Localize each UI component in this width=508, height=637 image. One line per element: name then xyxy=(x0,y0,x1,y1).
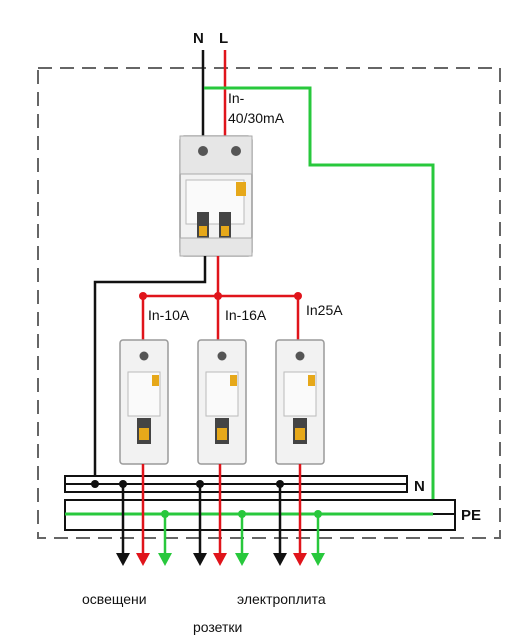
out2-earth-arrow xyxy=(235,553,249,566)
breaker-1 xyxy=(119,339,169,465)
out3-neutral-arrow xyxy=(273,553,287,566)
breaker-1-rating-label: In-10A xyxy=(148,307,190,323)
neutral-label: N xyxy=(193,30,204,47)
breaker-2 xyxy=(197,339,247,465)
output-sockets-label: розетки xyxy=(193,619,243,635)
output-stove-label: электроплита xyxy=(237,591,326,607)
pe-bar-label: PE xyxy=(461,507,482,524)
line-label: L xyxy=(219,30,229,47)
neutral-bar-label: N xyxy=(414,478,425,495)
out3-earth-arrow xyxy=(311,553,325,566)
output-lighting-label: освещени xyxy=(82,591,147,607)
enclosure-outline xyxy=(37,67,501,539)
out1-neutral-arrow xyxy=(116,553,130,566)
neutral-wire-down xyxy=(93,256,207,484)
out2-neutral-arrow xyxy=(193,553,207,566)
out2-line-arrow xyxy=(213,553,227,566)
out1-line-arrow xyxy=(136,553,150,566)
out3-line-arrow xyxy=(293,553,307,566)
breaker-3 xyxy=(275,339,325,465)
breaker-3-rating-label: In25A xyxy=(306,302,343,318)
n-junction-1 xyxy=(91,480,99,488)
rcd-rating-label: In- 40/30mA xyxy=(228,90,285,126)
breaker-2-rating-label: In-16A xyxy=(225,307,267,323)
rcd-device xyxy=(179,135,253,257)
out1-earth-arrow xyxy=(158,553,172,566)
